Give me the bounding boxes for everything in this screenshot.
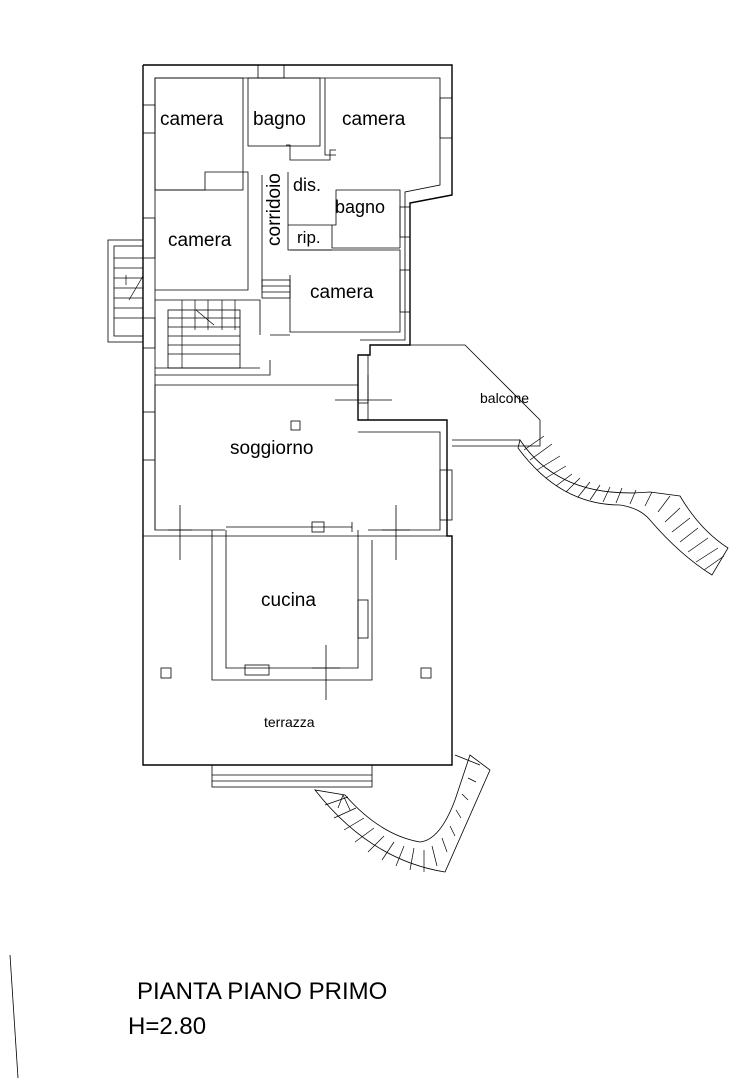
outer-walls	[142, 64, 453, 766]
room-label-cucina: cucina	[261, 590, 316, 611]
windows	[142, 64, 453, 676]
room-label-terrazza: terrazza	[264, 714, 315, 730]
living-walls	[154, 375, 441, 700]
plan-title: PIANTA PIANO PRIMO	[137, 978, 388, 1005]
room-label-bagno-e: bagno	[335, 197, 385, 217]
room-label-balcone: balcone	[480, 390, 529, 406]
room-label-bagno-n: bagno	[253, 109, 306, 130]
room-label-corridoio: corridoio	[264, 173, 285, 246]
room-label-soggiorno: soggiorno	[230, 438, 313, 459]
south-curved-stair	[211, 754, 491, 873]
east-curved-stair	[517, 435, 729, 576]
page-edge-mark	[9, 954, 19, 1079]
west-stair	[107, 239, 144, 343]
floor-height: H=2.80	[128, 1013, 207, 1040]
room-label-camera-w: camera	[168, 230, 232, 251]
room-label-camera-ne: camera	[342, 109, 406, 130]
room-label-camera-e: camera	[310, 282, 374, 303]
internal-stair	[167, 279, 291, 369]
balcone-walls	[370, 344, 541, 447]
room-label-rip: rip.	[297, 228, 321, 247]
room-label-camera-nw: camera	[160, 109, 224, 130]
room-label-dis: dis.	[293, 175, 321, 195]
